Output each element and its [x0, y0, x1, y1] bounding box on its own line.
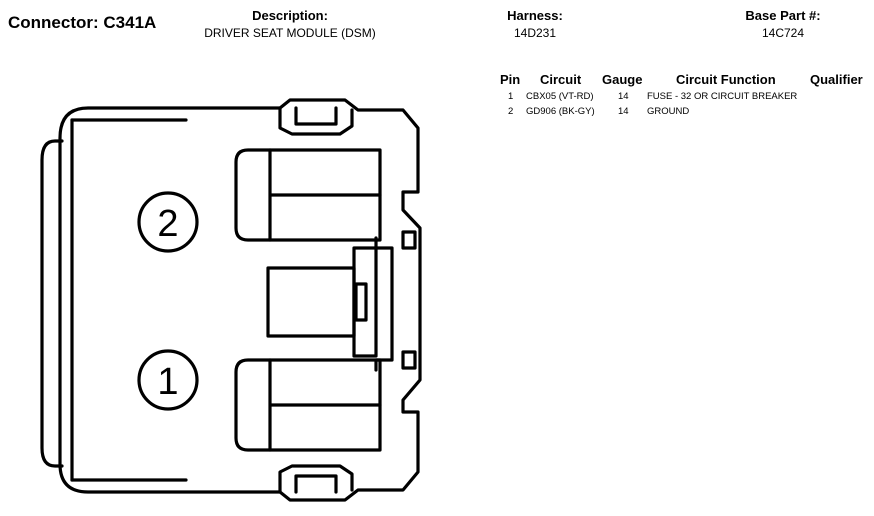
pin1-cavity: [234, 358, 382, 452]
harness-label: Harness:: [507, 8, 563, 23]
row-pin: 1: [508, 91, 514, 102]
connector-label: Connector:: [8, 13, 99, 32]
description-label: Description:: [252, 8, 328, 23]
base-part-label: Base Part #:: [745, 8, 821, 23]
table-row: 2 GD906 (BK-GY) 14 GROUND: [496, 106, 874, 120]
pin1-number: 1: [157, 361, 178, 403]
row-function: FUSE - 32 OR CIRCUIT BREAKER: [647, 91, 798, 102]
center-key-block: [266, 266, 356, 338]
base-part-value: 14C724: [761, 26, 805, 40]
center-key-divider: [352, 246, 378, 358]
right-lock-slot: [354, 282, 368, 322]
pin1-cavity-inner: [268, 358, 382, 452]
connector-left-bump: [40, 139, 64, 468]
connector-bottom-latch-inner: [294, 474, 338, 494]
pin2-number: 2: [157, 203, 178, 245]
description-value: DRIVER SEAT MODULE (DSM): [204, 26, 376, 40]
connector-top-latch-inner: [294, 106, 338, 126]
pin2-cavity-inner: [268, 148, 382, 242]
connector-id: C341A: [103, 13, 157, 32]
pin1-circle: [137, 349, 199, 411]
connector-top-latch: [278, 106, 354, 136]
connector-body-outline: [58, 98, 422, 502]
pin2-circle: [137, 191, 199, 253]
header-circuit: Circuit: [540, 72, 582, 87]
right-lock-tab-bottom: [401, 350, 417, 370]
right-lock-tab-top: [401, 230, 417, 250]
row-circuit: GD906 (BK-GY): [526, 106, 595, 117]
row-gauge: 14: [618, 91, 629, 102]
connector-title: Connector: C341A: [8, 13, 156, 33]
table-row: 1 CBX05 (VT-RD) 14 FUSE - 32 OR CIRCUIT …: [496, 91, 874, 105]
header-pin: Pin: [500, 72, 521, 87]
harness-value: 14D231: [513, 26, 557, 40]
connector-bottom-latch: [278, 464, 354, 494]
right-lock-outer: [374, 236, 394, 372]
row-gauge: 14: [618, 106, 629, 117]
header-qualifier: Qualifier: [810, 72, 863, 87]
header-gauge: Gauge: [602, 72, 643, 87]
row-circuit: CBX05 (VT-RD): [526, 91, 594, 102]
row-function: GROUND: [647, 106, 690, 117]
row-pin: 2: [508, 106, 514, 117]
header-circuit-function: Circuit Function: [676, 72, 776, 87]
pin2-cavity: [234, 148, 382, 242]
